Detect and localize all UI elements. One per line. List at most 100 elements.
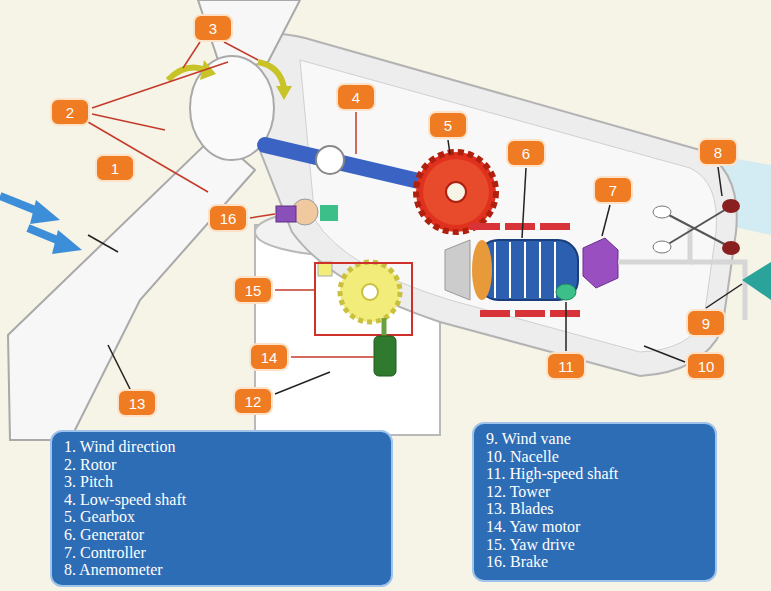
- shaft-bearing: [316, 146, 344, 174]
- generator-magnet: [550, 310, 580, 317]
- wind-vane: [742, 262, 771, 300]
- yaw-shaft: [382, 318, 387, 338]
- panel-entry: 4. Low-speed shaft: [64, 491, 379, 509]
- panel-entry: 3. Pitch: [64, 473, 379, 491]
- callout-number: 16: [208, 204, 248, 232]
- sensor-mast: [618, 228, 690, 262]
- callout-number: 3: [193, 14, 233, 42]
- anemometer-arm: [665, 208, 728, 246]
- nacelle: [225, 33, 737, 376]
- leader-line: [522, 168, 526, 238]
- yaw-drive-gear: [340, 262, 400, 322]
- callout-number: 7: [593, 176, 633, 204]
- low-speed-shaft: [265, 145, 440, 186]
- left-blade: [8, 135, 255, 440]
- leader-line: [183, 42, 200, 68]
- panel-entry: 8. Anemometer: [64, 561, 379, 579]
- callout-text: 10: [698, 359, 715, 374]
- callout-text: 7: [609, 183, 617, 198]
- callout-text: 8: [714, 145, 722, 160]
- nacelle-interior: [300, 60, 716, 352]
- anemometer-cup: [722, 241, 740, 255]
- panel-entry: 1. Wind direction: [64, 438, 379, 456]
- leader-line: [448, 140, 450, 154]
- generator-coil: [509, 242, 511, 298]
- callout-number: 4: [336, 83, 376, 111]
- leader-line: [92, 114, 165, 130]
- callout-number: 6: [506, 139, 546, 167]
- generator-magnet: [480, 310, 510, 317]
- pitch-arrow: [258, 62, 284, 88]
- leader-line: [275, 372, 330, 394]
- callout-text: 3: [209, 21, 217, 36]
- anemometer-cup: [722, 199, 740, 213]
- generator-magnet: [505, 223, 535, 230]
- yaw-pinion: [318, 262, 332, 276]
- panel-entry: 2. Rotor: [64, 456, 379, 474]
- panel-entry: 13. Blades: [486, 500, 703, 518]
- brake: [276, 206, 296, 222]
- callout-number: 10: [686, 352, 726, 380]
- leader-line: [706, 284, 742, 308]
- gear-coupling: [445, 240, 470, 300]
- callout-number: 1: [95, 154, 135, 182]
- panel-entry: 16. Brake: [486, 553, 703, 571]
- callout-text: 2: [66, 105, 74, 120]
- leader-line: [224, 42, 258, 60]
- callout-text: 12: [245, 394, 262, 409]
- high-speed-shaft: [556, 284, 576, 300]
- panel-entry: 14. Yaw motor: [486, 518, 703, 536]
- wind-arrowhead: [52, 230, 82, 254]
- yaw-motor: [374, 336, 396, 376]
- callout-number: 2: [50, 98, 90, 126]
- legend-panel: 1. Wind direction2. Rotor3. Pitch4. Low-…: [50, 430, 393, 587]
- generator-magnet: [540, 223, 570, 230]
- callout-text: 13: [129, 396, 146, 411]
- panel-entry: 11. High-speed shaft: [486, 465, 703, 483]
- leader-line: [88, 235, 118, 252]
- leader-line: [92, 62, 228, 108]
- callout-number: 5: [428, 111, 468, 139]
- legend-panel: 9. Wind vane10. Nacelle11. High-speed sh…: [472, 422, 717, 582]
- gearbox-hub: [446, 182, 466, 202]
- yaw-drive-frame: [315, 263, 412, 335]
- yaw-gear-hub: [362, 284, 378, 300]
- generator-magnet: [470, 223, 500, 230]
- callout-number: 12: [233, 387, 273, 415]
- leader-line: [602, 205, 610, 236]
- anemometer-cup: [653, 241, 671, 253]
- callout-number: 11: [546, 352, 586, 380]
- callout-text: 15: [245, 283, 262, 298]
- generator-magnet: [515, 310, 545, 317]
- leader-line: [275, 289, 315, 291]
- panel-entry: 6. Generator: [64, 526, 379, 544]
- callout-number: 9: [686, 309, 726, 337]
- panel-entry: 7. Controller: [64, 544, 379, 562]
- panel-entry: 10. Nacelle: [486, 448, 703, 466]
- leader-line: [291, 356, 374, 358]
- callout-text: 9: [702, 316, 710, 331]
- gearbox-gear: [416, 152, 496, 232]
- gearbox: [423, 159, 489, 225]
- callout-number: 14: [249, 343, 289, 371]
- callout-text: 6: [522, 146, 530, 161]
- generator-coil: [539, 242, 541, 298]
- pitch-arrow: [168, 68, 206, 80]
- leader-line: [250, 214, 275, 218]
- panel-entry: 12. Tower: [486, 483, 703, 501]
- callout-text: 4: [352, 90, 360, 105]
- leader-line: [355, 112, 357, 154]
- leader-line: [108, 345, 130, 389]
- wind-arrowhead: [30, 200, 60, 224]
- panel-entry: 9. Wind vane: [486, 430, 703, 448]
- callout-number: 8: [698, 138, 738, 166]
- generator-end: [472, 240, 492, 300]
- brake-shaft: [320, 205, 338, 221]
- generator: [478, 240, 578, 300]
- generator-coil: [554, 242, 556, 298]
- leader-line: [644, 346, 685, 362]
- callout-text: 5: [444, 118, 452, 133]
- controller: [583, 238, 618, 288]
- callout-text: 16: [220, 211, 237, 226]
